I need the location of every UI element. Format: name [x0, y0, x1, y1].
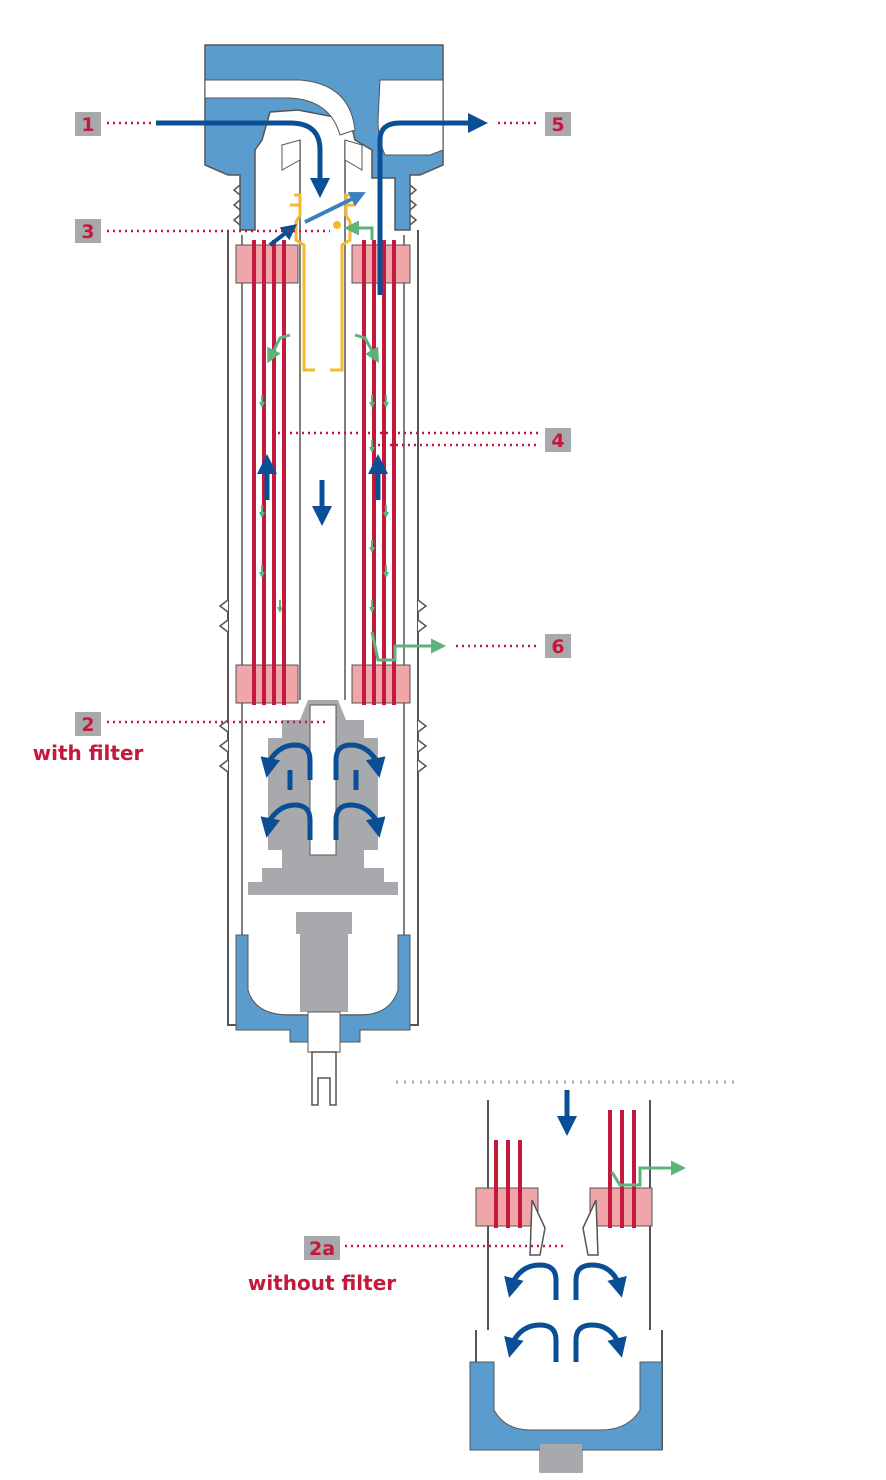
callout-3: 3: [75, 219, 330, 243]
callout-4: 4: [272, 428, 571, 452]
filter-top-cap-left: [235, 244, 299, 284]
callout-6: 6: [456, 634, 571, 658]
main-filter-housing: [204, 44, 444, 1106]
label-2: 2: [81, 714, 94, 736]
filter-bottom-cap-left: [235, 664, 299, 704]
label-2a: 2a: [309, 1238, 335, 1260]
label-4: 4: [551, 430, 564, 452]
label-2a-caption: without filter: [248, 1271, 396, 1295]
callout-2: 2 with filter: [33, 712, 325, 765]
inset-without-filter: [469, 1090, 686, 1473]
callout-2a: 2a without filter: [248, 1236, 566, 1295]
label-5: 5: [551, 114, 564, 136]
label-6: 6: [551, 636, 564, 658]
flow-arrows-main: [156, 113, 488, 840]
callout-5: 5: [498, 112, 571, 136]
bottom-bowl: [235, 934, 411, 1043]
callout-1: 1: [75, 112, 152, 136]
label-2-caption: with filter: [33, 741, 144, 765]
drain-valve: [296, 912, 352, 1106]
filter-bottom-cap-right: [351, 664, 411, 704]
label-1: 1: [81, 114, 94, 136]
label-3: 3: [81, 221, 94, 243]
